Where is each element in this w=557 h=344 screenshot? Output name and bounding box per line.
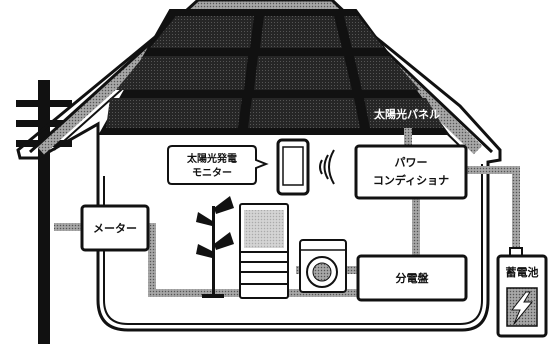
power-conditioner: パワー コンディショナ — [354, 144, 468, 200]
smartphone-icon — [276, 138, 310, 196]
power-conditioner-label-2: コンディショナ — [373, 173, 449, 187]
washing-machine — [299, 239, 347, 293]
distribution-board-label: 分電盤 — [396, 271, 430, 285]
monitor-label-2: モニター — [192, 167, 232, 179]
wireless-signal-icon — [319, 149, 335, 185]
floor-lamp — [196, 196, 234, 298]
refrigerator — [239, 203, 289, 299]
battery-label: 蓄電池 — [506, 265, 539, 279]
distribution-board: 分電盤 — [356, 254, 468, 302]
battery: 蓄電池 — [496, 247, 548, 338]
meter-label: メーター — [93, 222, 137, 235]
monitor-label-1: 太陽光発電 — [186, 152, 237, 165]
solar-panel-array — [98, 9, 450, 135]
lightning-bolt-icon — [510, 291, 534, 325]
monitor-callout: 太陽光発電 モニター — [167, 145, 269, 185]
solar-panel-label: 太陽光パネル — [373, 107, 440, 121]
meter: メーター — [80, 204, 150, 252]
power-conditioner-label-1: パワー — [395, 156, 428, 169]
